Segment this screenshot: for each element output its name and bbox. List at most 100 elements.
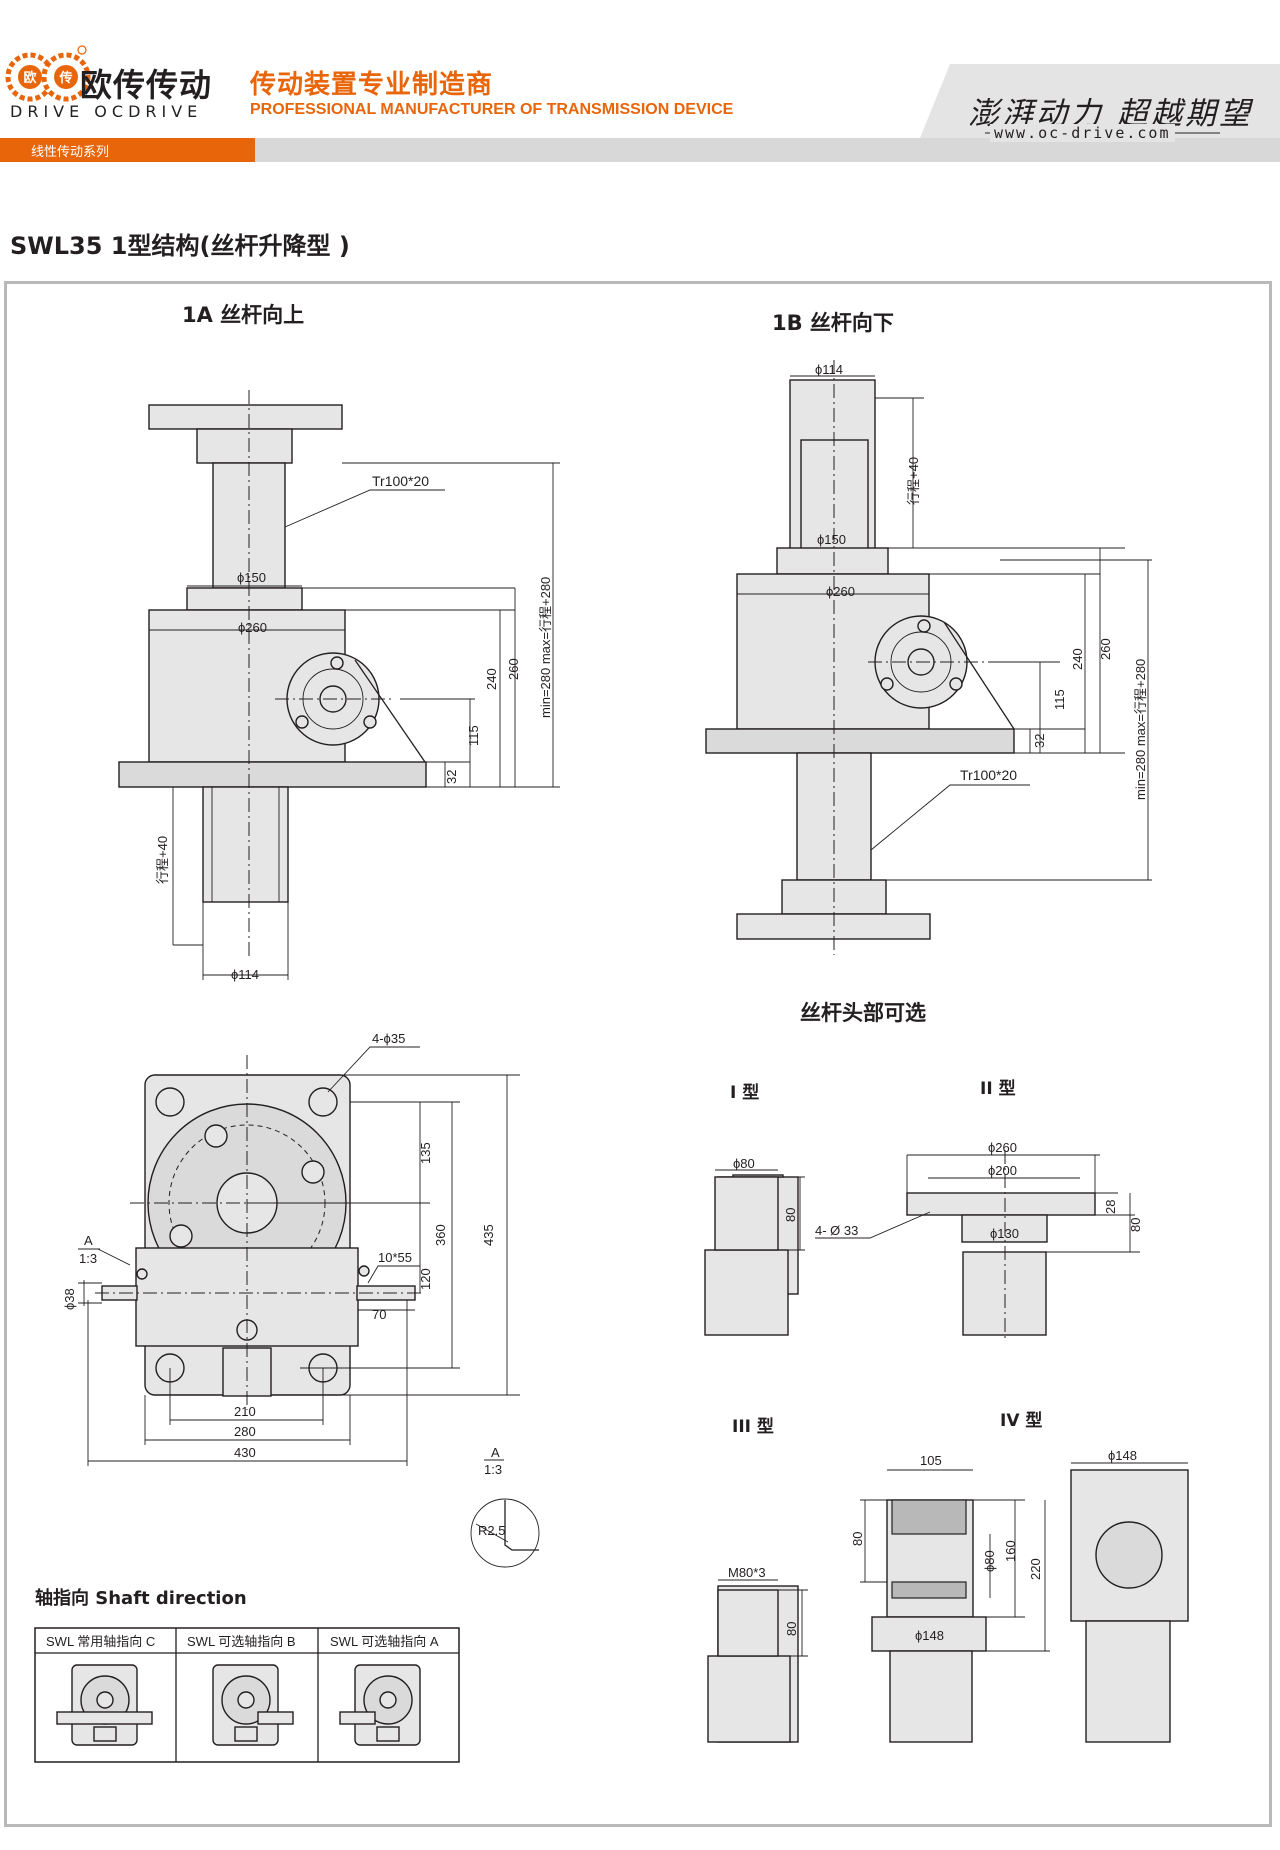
plate-hub [196, 428, 293, 464]
tagline-cn: 传动装置专业制造商 [250, 70, 494, 100]
label-w210: 210 [234, 1404, 256, 1419]
label-d360: 360 [433, 1224, 448, 1246]
head-type-1-label: I 型 [730, 1082, 759, 1103]
shaft-title: 轴指向 Shaft direction [35, 1587, 247, 1609]
shaft-icon-b [212, 1664, 294, 1746]
label-t1-d80: ϕ80 [733, 1156, 755, 1171]
shaft-direction: 轴指向 Shaft direction SWL 常用轴指向 C SWL 可选轴指… [34, 1587, 460, 1763]
label-h32-1b: 32 [1032, 734, 1047, 748]
series-tag: 线性传动系列 [31, 145, 110, 160]
label-h240-1a: 240 [484, 668, 499, 690]
drawing-frame [4, 281, 1272, 1827]
label-stroke-range-1b: min=280 max=行程+280 [1133, 659, 1148, 800]
label-holes: 4-ϕ35 [372, 1031, 405, 1046]
label-w280: 280 [234, 1424, 256, 1439]
detail-a-label: A [491, 1445, 500, 1460]
nut-collar [186, 587, 303, 611]
label-t2-holes: 4- Ø 33 [815, 1223, 858, 1238]
label-t2-d200: ϕ200 [988, 1163, 1017, 1178]
label-h260-1a: 260 [506, 658, 521, 680]
detail-a-scale: 1:3 [484, 1462, 502, 1477]
label-h115-1a: 115 [466, 725, 481, 746]
label-t2-h28: 28 [1103, 1200, 1118, 1214]
label-h115-1b: 115 [1052, 689, 1067, 710]
protective-tube [202, 786, 289, 903]
label-d120: 120 [418, 1268, 433, 1290]
label-d435: 435 [481, 1224, 496, 1246]
top-plate [148, 404, 343, 430]
label-section-a: A [84, 1233, 93, 1248]
label-thread-1b: Tr100*20 [960, 767, 1017, 783]
shaft-icon-c [56, 1664, 153, 1746]
slogan-panel [920, 64, 1280, 138]
label-t4-d148b: ϕ148 [1108, 1448, 1137, 1463]
label-d150-1b: ϕ150 [817, 532, 846, 547]
label-key: 10*55 [378, 1250, 412, 1265]
view-1b: 1B 丝杆向下 ϕ114 ϕ150 ϕ260 行程+40 115 32 [705, 311, 1152, 955]
heads-title: 丝杆头部可选 [800, 1001, 926, 1025]
logo-char-right: 传 [58, 70, 72, 86]
nut-collar-1b [776, 547, 889, 575]
mount-hole [308, 1087, 338, 1117]
head-type-2-label: II 型 [980, 1078, 1016, 1099]
label-stroke-plus-1b: 行程+40 [906, 457, 921, 505]
label-d38: ϕ38 [62, 1288, 77, 1310]
head-type-1-body: ϕ80 80 [704, 1156, 805, 1336]
shaft-col-a: SWL 可选轴指向 A [330, 1634, 439, 1649]
heads-section: 丝杆头部可选 I 型 ϕ80 80 II 型 [704, 1001, 1189, 1743]
label-thread-1a: Tr100*20 [372, 473, 429, 489]
label-t4-h220: 220 [1028, 1558, 1043, 1580]
label-t2-d260: ϕ260 [988, 1140, 1017, 1155]
label-d260-1a: ϕ260 [238, 620, 267, 635]
detail-circle [470, 1498, 540, 1568]
base-flange [118, 761, 427, 788]
view-1b-title: 1B 丝杆向下 [772, 311, 894, 335]
label-d114-1a: ϕ114 [231, 967, 259, 982]
label-t3-thread: M80*3 [728, 1565, 766, 1580]
label-h32-1a: 32 [444, 770, 459, 784]
label-d70: 70 [372, 1307, 386, 1322]
view-1a-title: 1A 丝杆向上 [182, 303, 304, 327]
shaft-col-c: SWL 常用轴指向 C [46, 1634, 155, 1649]
view-1a: 1A 丝杆向上 Tr100*20 ϕ150 ϕ260 115 32 [118, 303, 560, 982]
page-header: 欧 传 欧传传动 DRIVE OCDRIVE 传动装置专业制造商 PROFESS… [0, 0, 1280, 165]
label-h260-1b: 260 [1098, 638, 1113, 660]
label-t4-h160: 160 [1003, 1540, 1018, 1562]
head-type-3-label: III 型 [732, 1416, 774, 1437]
label-h240-1b: 240 [1070, 648, 1085, 670]
tagline-en: PROFESSIONAL MANUFACTURER OF TRANSMISSIO… [250, 101, 734, 118]
label-w430: 430 [234, 1445, 256, 1460]
label-scale: 1:3 [79, 1251, 97, 1266]
label-stroke-range-1a: min=280 max=行程+280 [538, 577, 553, 718]
label-d260-1b: ϕ260 [826, 584, 855, 599]
header-rule [255, 138, 1280, 162]
head-type-4-label: IV 型 [1000, 1410, 1042, 1431]
website-link[interactable]: www.oc-drive.com [990, 124, 1175, 142]
label-t2-h80: 80 [1128, 1218, 1143, 1232]
label-t4-h80: 80 [850, 1532, 865, 1546]
label-d150-1a: ϕ150 [237, 570, 266, 585]
label-t3-h80: 80 [784, 1622, 799, 1636]
label-t4-d148a: ϕ148 [915, 1628, 944, 1643]
page-title: SWL35 1型结构(丝杆升降型 ) [10, 232, 350, 260]
mount-hole [155, 1087, 185, 1117]
label-d135: 135 [418, 1142, 433, 1164]
brand-name-cn: 欧传传动 [80, 66, 213, 104]
head-type-2: II 型 ϕ260 ϕ200 28 80 4- Ø 33 ϕ130 [815, 1078, 1143, 1340]
label-r25: R2.5 [478, 1523, 505, 1538]
shaft-icon-a [339, 1664, 421, 1746]
logo-icon: 欧 传 [5, 45, 91, 102]
view-plan: 4-ϕ35 135 360 435 120 10*55 70 ϕ38 A 1:3… [62, 1031, 520, 1466]
label-t1-h80: 80 [783, 1208, 798, 1222]
base-flange-1b [705, 728, 1015, 754]
logo-char-left: 欧 [23, 70, 36, 86]
shaft-col-b: SWL 可选轴指向 B [187, 1634, 296, 1649]
head-type-4: IV 型 105 80 ϕ80 160 220 ϕ148 [850, 1410, 1189, 1743]
series-tag-bar [0, 138, 255, 162]
head-type-3: III 型 M80*3 80 [707, 1416, 808, 1743]
label-t4-d80: ϕ80 [982, 1550, 997, 1572]
brand-name-en: DRIVE OCDRIVE [10, 102, 203, 121]
label-t2-d130: ϕ130 [990, 1226, 1019, 1241]
header-graphics: 欧 传 [0, 45, 1280, 162]
